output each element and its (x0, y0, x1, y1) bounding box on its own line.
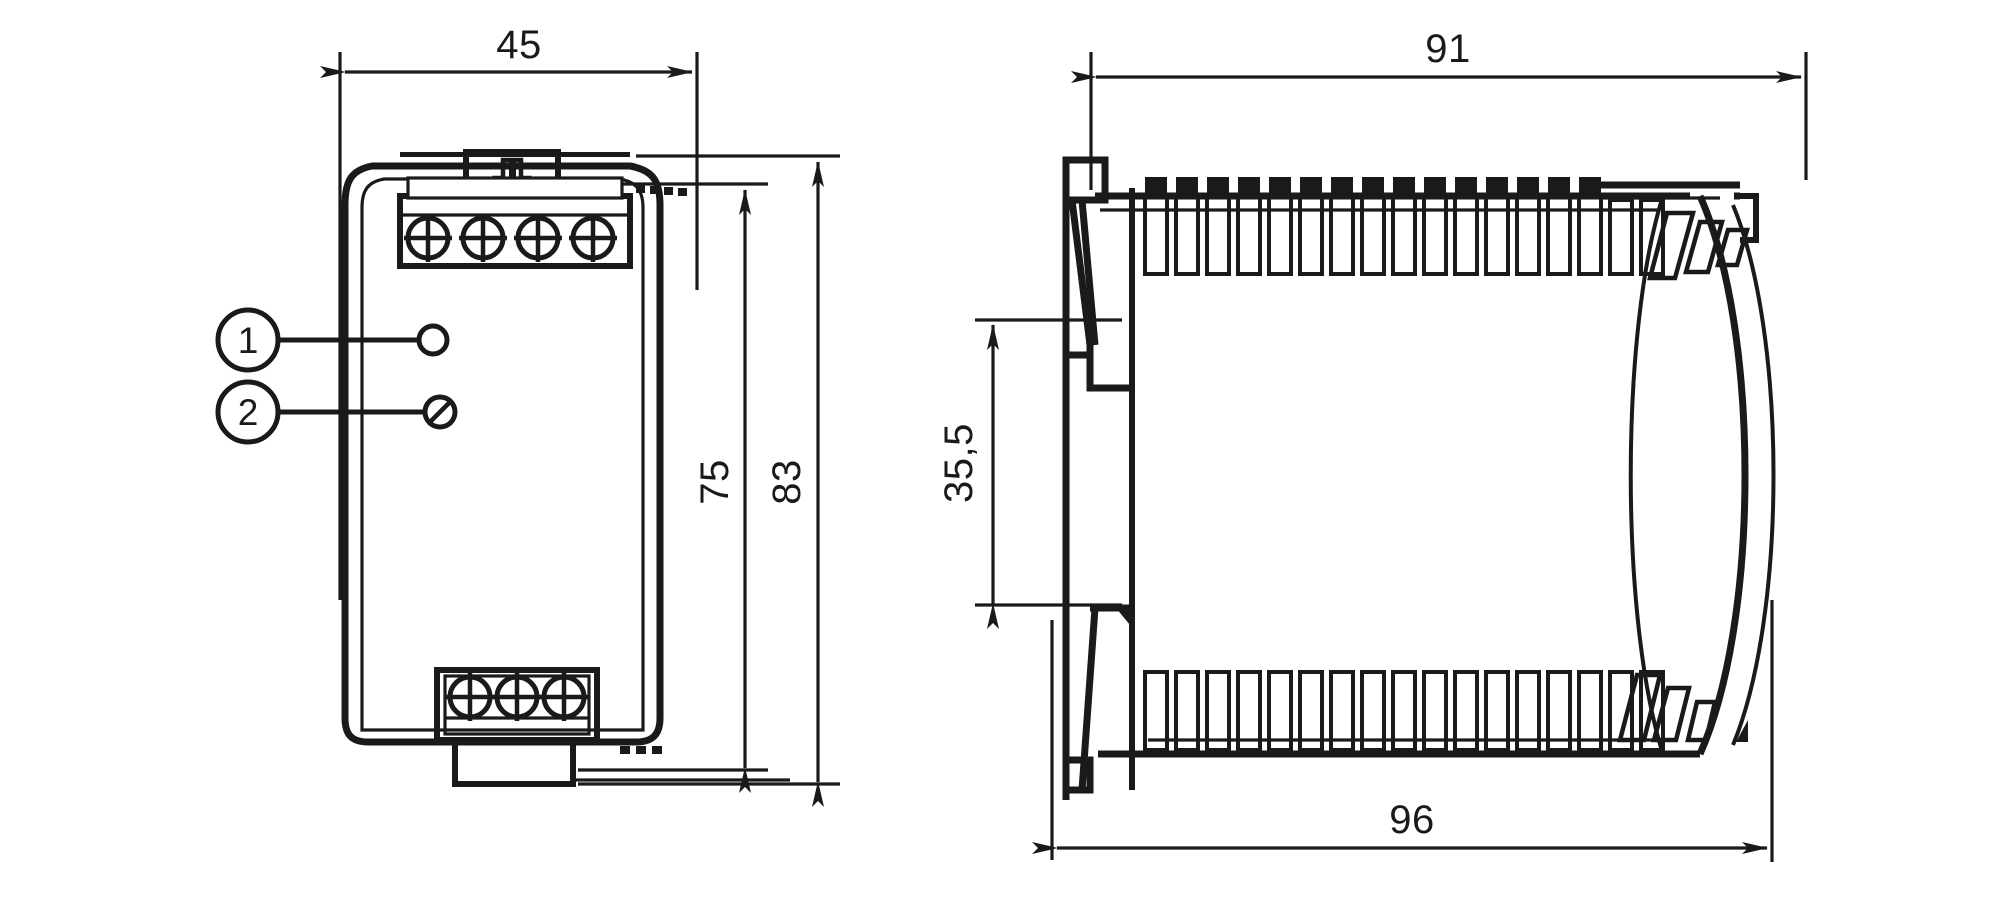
vent-slot (1484, 177, 1510, 276)
led-indicator (416, 323, 450, 357)
vent-slot (1422, 670, 1448, 752)
terminal-screws-top (404, 214, 617, 262)
dimension-label-45: 45 (496, 23, 542, 67)
terminal-screws-bottom (446, 673, 588, 721)
dimension-label-96: 96 (1389, 798, 1435, 842)
terminal-screw (569, 214, 617, 262)
upper-louver-group (1647, 210, 1750, 281)
louver (1685, 699, 1718, 743)
vent-slot (1608, 198, 1634, 276)
side-view: 91 96 (937, 27, 1808, 862)
vent-slot (1453, 670, 1479, 752)
callout-2[interactable]: 2 (215, 379, 425, 445)
vent-slot (1329, 670, 1355, 752)
top-vent-slots (1143, 177, 1665, 276)
vent-slot (1236, 670, 1262, 752)
side-upper-right-notch (1736, 193, 1759, 243)
vent-slot (1546, 670, 1572, 752)
vent-slot (1267, 670, 1293, 752)
front-view: 45 (215, 23, 840, 807)
vent-slot (1515, 670, 1541, 752)
vent-slot (1143, 670, 1169, 752)
bottom-vent-slots (1143, 670, 1665, 752)
front-view-extension-lines (338, 52, 699, 600)
vent-slot (1298, 177, 1324, 276)
louver (1651, 685, 1692, 743)
front-view-witness-lines (578, 154, 840, 786)
dimension-label-75: 75 (693, 459, 737, 505)
vent-notches-bottom-right (620, 746, 662, 754)
louver (1715, 227, 1750, 268)
vent-slot (1329, 177, 1355, 276)
lower-louver-group (1617, 672, 1718, 743)
dimension-width-91: 91 (1071, 27, 1802, 83)
vent-notches-top-right (636, 185, 687, 196)
vent-slot (1484, 670, 1510, 752)
dimension-width-45: 45 (320, 23, 693, 78)
vent-slot (1391, 177, 1417, 276)
vent-slot (1205, 670, 1231, 752)
vent-slot (1453, 177, 1479, 276)
louver (1683, 219, 1725, 275)
callout-1[interactable]: 1 (215, 307, 419, 373)
top-terminal-block (397, 176, 687, 269)
vent-slot (1546, 177, 1572, 276)
vent-slot (1515, 177, 1541, 276)
dimension-height-75: 75 (693, 189, 751, 793)
dimension-label-91: 91 (1425, 27, 1471, 71)
side-view-witness-lines (975, 318, 1122, 607)
vent-slot (1577, 177, 1603, 276)
vent-slot (1360, 670, 1386, 752)
dimension-width-96: 96 (1032, 798, 1768, 854)
vent-slot (1608, 670, 1634, 752)
louver (1647, 210, 1696, 281)
vent-slot (1360, 177, 1386, 276)
dimension-height-35-5: 35,5 (937, 324, 999, 629)
terminal-screw (540, 673, 588, 721)
louver (1617, 672, 1663, 743)
vent-slot (1174, 670, 1200, 752)
dimension-label-83: 83 (765, 459, 809, 505)
din-rail-clip (1062, 156, 1130, 800)
terminal-screw (404, 214, 452, 262)
vent-slot (1267, 177, 1293, 276)
vent-slot (1143, 177, 1169, 276)
callout-1-label: 1 (238, 320, 259, 361)
dimension-label-35-5: 35,5 (937, 423, 981, 503)
vent-slot (1422, 177, 1448, 276)
adjustment-screw (422, 394, 458, 430)
dimension-height-83: 83 (765, 161, 824, 807)
callout-2-label: 2 (238, 392, 259, 433)
front-housing (341, 162, 664, 746)
terminal-screw (459, 214, 507, 262)
vent-slot (1577, 670, 1603, 752)
vent-slot (1205, 177, 1231, 276)
vent-slot (1298, 670, 1324, 752)
vent-slot (1391, 670, 1417, 752)
side-curved-front (1628, 192, 1776, 756)
side-bottom-rail (1098, 738, 1700, 758)
terminal-screw (446, 673, 494, 721)
terminal-screw (493, 673, 541, 721)
vent-slot (1236, 177, 1262, 276)
terminal-screw (514, 214, 562, 262)
side-lower-right-notch (1736, 720, 1748, 742)
bottom-terminal-block (434, 667, 790, 787)
vent-slot (1174, 177, 1200, 276)
